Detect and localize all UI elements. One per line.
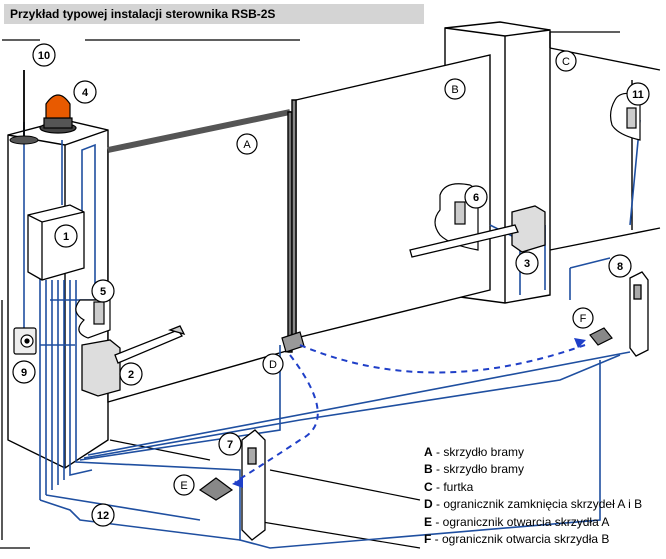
legend-row-f: F - ogranicznik otwarcia skrzydła B xyxy=(424,531,642,548)
callout-3: 3 xyxy=(515,251,539,275)
legend-row-e: E - ogranicznik otwarcia skrzydła A xyxy=(424,514,642,531)
arc-arrowheads xyxy=(232,338,586,488)
callout-f-label: F xyxy=(580,313,587,325)
callout-9: 9 xyxy=(12,360,36,384)
callout-11-label: 11 xyxy=(632,89,644,101)
legend-key: B xyxy=(424,462,433,477)
callout-7: 7 xyxy=(218,432,242,456)
gate-wing-a xyxy=(107,109,293,403)
stop-e xyxy=(198,477,234,501)
photocell-5 xyxy=(75,299,111,339)
title-bar: Przykład typowej instalacji sterownika R… xyxy=(4,4,424,24)
legend-key: F xyxy=(424,532,432,547)
antenna xyxy=(9,70,39,145)
post-8 xyxy=(629,271,649,357)
diagram-title: Przykład typowej instalacji sterownika R… xyxy=(10,7,276,21)
legend-key: D xyxy=(424,497,433,512)
callout-a: A xyxy=(236,133,258,155)
callout-3-label: 3 xyxy=(524,258,530,270)
actuator-2 xyxy=(81,325,186,397)
legend-key: E xyxy=(424,514,433,529)
callout-10-label: 10 xyxy=(38,50,50,62)
callout-e-label: E xyxy=(180,480,187,492)
callout-11: 11 xyxy=(626,82,650,106)
callout-6-label: 6 xyxy=(473,192,479,204)
callout-b: B xyxy=(444,78,466,100)
callout-5: 5 xyxy=(91,279,115,303)
callout-1-label: 1 xyxy=(63,231,69,243)
callout-2-label: 2 xyxy=(128,369,134,381)
callout-c: C xyxy=(555,50,577,72)
callout-8-label: 8 xyxy=(617,261,623,273)
legend-row-b: B - skrzydło bramy xyxy=(424,461,642,478)
opening-arcs xyxy=(234,344,586,483)
callout-e: E xyxy=(173,474,195,496)
callout-f: F xyxy=(572,307,594,329)
callout-b-label: B xyxy=(451,84,458,96)
legend-text: - ogranicznik otwarcia skrzydła A xyxy=(432,514,610,529)
wall-outlines xyxy=(0,31,620,549)
callout-5-label: 5 xyxy=(100,286,106,298)
callout-7-label: 7 xyxy=(227,439,233,451)
legend-key: A xyxy=(424,445,433,459)
callouts: 10 4 1 5 9 2 6 3 xyxy=(12,43,650,527)
callout-8: 8 xyxy=(608,254,632,278)
callout-1: 1 xyxy=(54,224,78,248)
letter-callouts: A B C D E F xyxy=(173,50,594,496)
legend-row-a: A - skrzydło bramy xyxy=(424,444,642,461)
legend-text: - ogranicznik zamknięcia skrzydeł A i B xyxy=(432,497,643,512)
callout-c-label: C xyxy=(562,56,570,68)
callout-10: 10 xyxy=(32,43,56,67)
ground-lines xyxy=(109,439,421,549)
callout-a-label: A xyxy=(243,139,251,151)
callout-12-label: 12 xyxy=(97,510,109,522)
legend-text: - skrzydło bramy xyxy=(432,462,525,477)
photocell-11 xyxy=(609,92,641,141)
callout-2: 2 xyxy=(119,362,143,386)
legend-row-d: D - ogranicznik zamknięcia skrzydeł A i … xyxy=(424,496,642,513)
actuator-3 xyxy=(409,205,546,258)
post-7 xyxy=(241,429,266,541)
legend-text: - furtka xyxy=(432,479,474,494)
warning-lamp xyxy=(39,94,77,134)
legend-text: - ogranicznik otwarcia skrzydła B xyxy=(431,532,610,547)
legend: A - skrzydło bramy B - skrzydło bramy C … xyxy=(424,444,642,548)
legend-text: - skrzydło bramy xyxy=(432,445,525,459)
callout-9-label: 9 xyxy=(21,367,27,379)
stop-f xyxy=(589,327,613,346)
callout-d-label: D xyxy=(269,359,277,371)
keyswitch xyxy=(13,327,37,355)
callout-4-label: 4 xyxy=(82,87,89,99)
callout-12: 12 xyxy=(91,503,115,527)
legend-key: C xyxy=(424,479,433,494)
callout-d: D xyxy=(262,353,284,375)
legend-row-c: C - furtka xyxy=(424,479,642,496)
callout-6: 6 xyxy=(464,185,488,209)
controller-box xyxy=(27,204,85,281)
callout-4: 4 xyxy=(73,80,97,104)
